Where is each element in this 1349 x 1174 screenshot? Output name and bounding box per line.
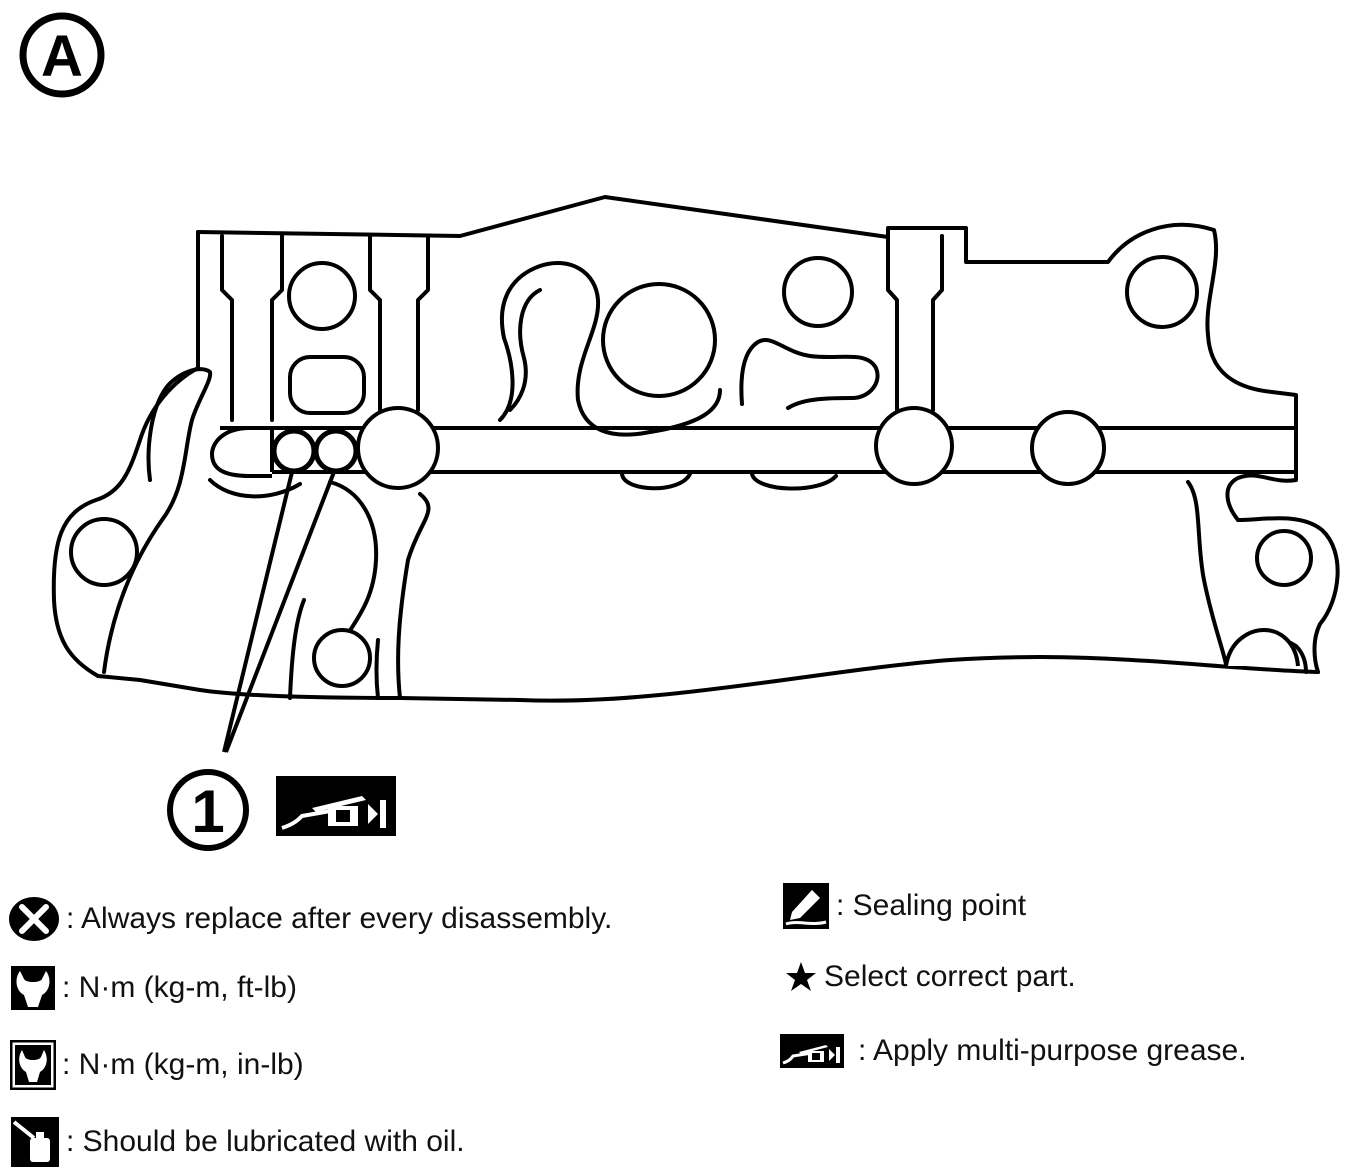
callout-1-number: 1 — [191, 778, 224, 845]
legend-torque-in-lb: : N·m (kg-m, in-lb) — [10, 1040, 304, 1090]
sealing-icon — [783, 883, 829, 929]
legend-sealing-text: : Sealing point — [836, 889, 1027, 922]
view-label-badge: A — [19, 12, 105, 98]
torque-ft-lb-icon — [11, 966, 55, 1010]
hole-3 — [782, 256, 854, 328]
legend-grease: : Apply multi-purpose grease. — [780, 1034, 1247, 1068]
legend-sealing: : Sealing point — [782, 882, 1026, 930]
legend-torque-in-lb-text: : N·m (kg-m, in-lb) — [62, 1048, 304, 1081]
hole-1 — [287, 261, 357, 331]
holes — [69, 255, 1313, 688]
legend-oil: : Should be lubricated with oil. — [10, 1116, 465, 1168]
view-label-text: A — [41, 24, 83, 89]
gallery-plug-3 — [1030, 410, 1106, 486]
hole-5 — [69, 517, 139, 587]
part-1-plugs — [271, 428, 359, 474]
callout-1: 1 — [167, 769, 249, 851]
hole-4 — [1125, 255, 1199, 329]
legend-torque-ft-lb: : N·m (kg-m, ft-lb) — [10, 965, 297, 1011]
legend-select: Select correct part. — [784, 960, 1076, 994]
star-icon — [786, 962, 816, 991]
torque-in-lb-icon — [10, 1040, 56, 1090]
hole-2 — [601, 282, 717, 398]
hole-6 — [1255, 529, 1313, 587]
part-1-plug-b — [313, 428, 359, 474]
hole-7 — [312, 628, 372, 688]
oil-gallery — [209, 426, 1296, 478]
legend-oil-text: : Should be lubricated with oil. — [66, 1125, 465, 1158]
replace-icon — [9, 897, 59, 941]
oil-can-icon — [11, 1117, 59, 1167]
cylinder-head-diagram: A — [19, 12, 1340, 851]
part-1-plug-a — [271, 428, 317, 474]
hole-8 — [1224, 627, 1300, 667]
legend-grease-text: : Apply multi-purpose grease. — [858, 1034, 1247, 1067]
legend-select-text: Select correct part. — [824, 960, 1076, 993]
gallery-plug-1 — [356, 406, 440, 490]
legend-replace: : Always replace after every disassembly… — [8, 896, 612, 942]
legend-replace-text: : Always replace after every disassembly… — [66, 902, 613, 935]
legend-torque-ft-lb-text: : N·m (kg-m, ft-lb) — [62, 971, 297, 1004]
grease-icon — [276, 776, 396, 836]
gallery-plugs — [356, 406, 1106, 490]
gallery-plug-2 — [874, 406, 954, 486]
leader-lines — [222, 471, 336, 753]
grease-icon — [780, 1034, 844, 1068]
